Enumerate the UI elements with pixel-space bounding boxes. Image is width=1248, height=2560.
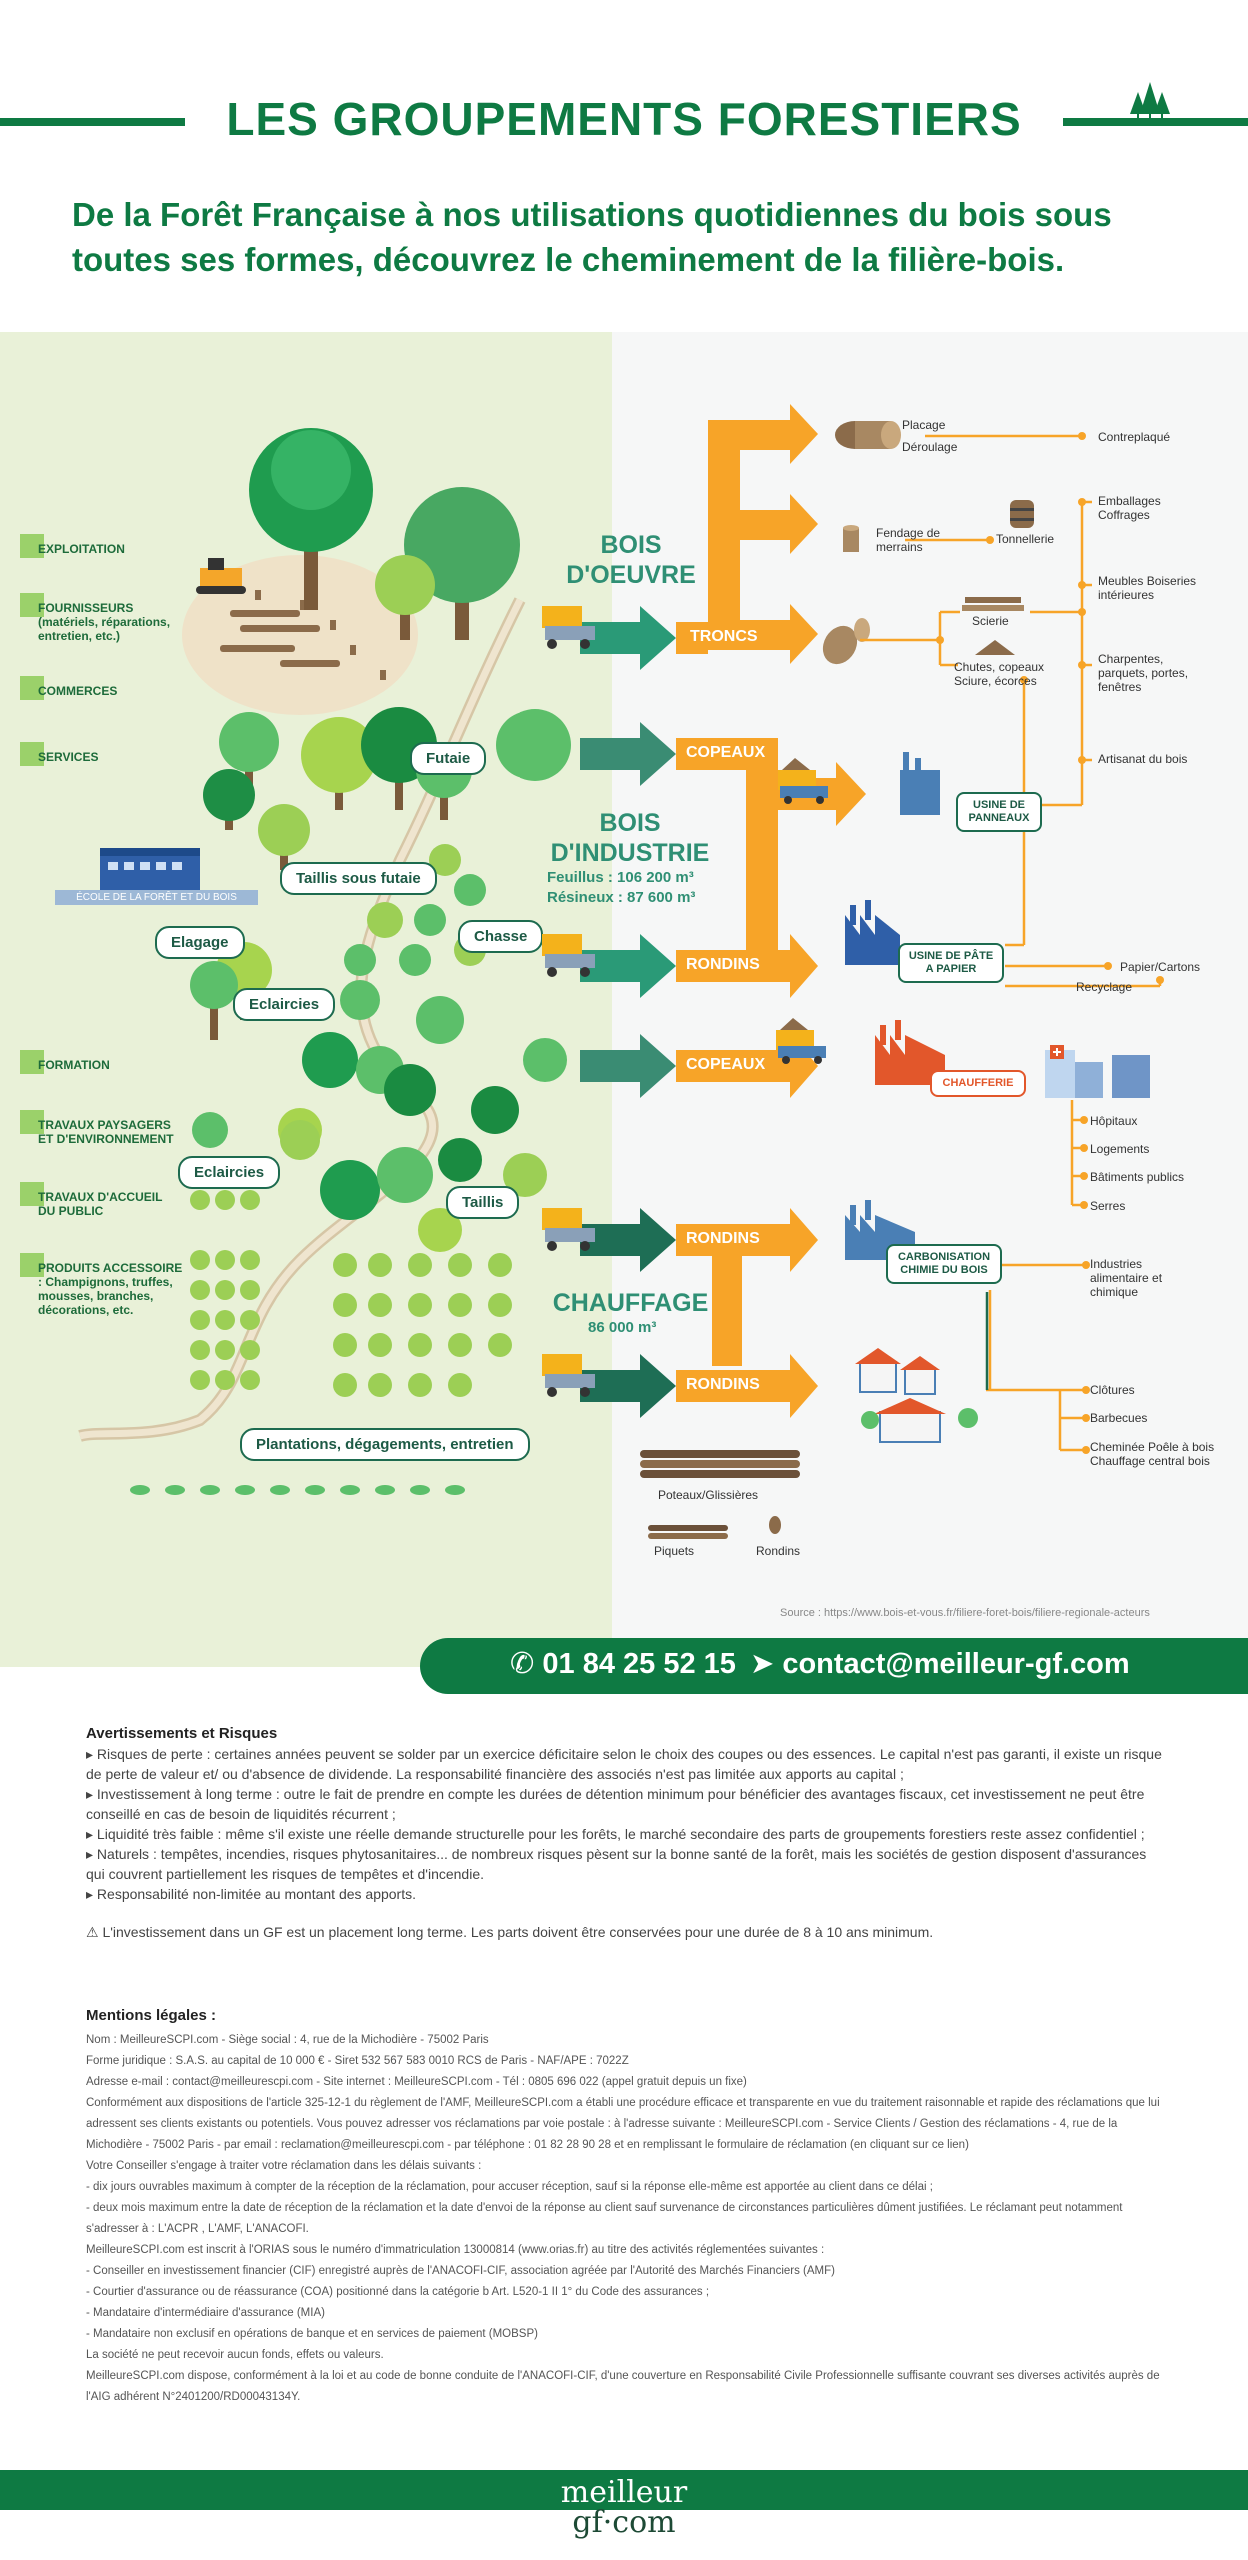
trees-icon <box>1130 82 1170 120</box>
label-tonnellerie: Tonnellerie <box>996 532 1055 546</box>
label-scierie: Scierie <box>972 614 1009 628</box>
legal-line: - Mandataire d'intermédiaire d'assurance… <box>86 2307 325 2319</box>
arrow-copeaux-1: COPEAUX <box>686 744 766 761</box>
box-carbonisation: CARBONISATION CHIMIE DU BOIS <box>886 1244 1002 1284</box>
legal-line: La société ne peut recevoir aucun fonds,… <box>86 2349 384 2361</box>
arrow-rondins-2: RONDINS <box>686 1230 760 1247</box>
footer-bar <box>0 2470 1248 2510</box>
label-placage: Placage <box>902 418 946 432</box>
bulldozer-icon <box>196 558 246 594</box>
label-contreplaque: Contreplaqué <box>1098 430 1171 444</box>
arrow-rondins-1: RONDINS <box>686 956 760 973</box>
legal-line: - Conseiller en investissement financier… <box>86 2265 835 2277</box>
label-industries: Industries alimentaire et chimique <box>1090 1257 1163 1299</box>
label-serres: Serres <box>1090 1199 1126 1213</box>
label-fendage: Fendage de merrains <box>876 526 941 554</box>
legal-line: MeilleureSCPI.com dispose, conformément … <box>86 2370 1160 2403</box>
box-chaufferie: CHAUFFERIE <box>930 1070 1026 1097</box>
warning-item: ▸ Responsabilité non-limitée au montant … <box>86 1886 416 1902</box>
email-link[interactable]: contact@meilleur-gf.com <box>782 1648 1130 1680</box>
warnings-title: Avertissements et Risques <box>86 1725 278 1742</box>
label-papier: Papier/Cartons <box>1120 960 1201 974</box>
school-building <box>100 848 200 890</box>
warnings-section: Avertissements et Risques ▸ Risques de p… <box>86 1724 1166 1942</box>
title-rule-left <box>0 118 185 126</box>
bois-oeuvre-title: BOIS D'OEUVRE <box>566 531 696 589</box>
phone-number[interactable]: 01 84 25 52 15 <box>542 1648 736 1680</box>
label-cheminee: Cheminée Poêle à bois Chauffage central … <box>1090 1440 1215 1468</box>
resineux-volume: Résineux : 87 600 m³ <box>547 889 696 906</box>
chauffage-title: CHAUFFAGE <box>552 1289 709 1317</box>
label-logements: Logements <box>1090 1142 1150 1156</box>
legal-line: - Courtier d'assurance ou de réassurance… <box>86 2286 710 2298</box>
label-deroulage: Déroulage <box>902 440 958 454</box>
legal-line: - Mandataire non exclusif en opérations … <box>86 2328 538 2340</box>
chauffage-volume: 86 000 m³ <box>588 1319 657 1336</box>
label-chutes: Chutes, copeaux Sciure, écorces <box>954 660 1045 688</box>
source-text: Source : https://www.bois-et-vous.fr/fil… <box>780 1607 1150 1619</box>
arrow-rondins-3: RONDINS <box>686 1376 760 1393</box>
page-subtitle: De la Forêt Française à nos utilisations… <box>72 196 1112 278</box>
bubble-taillis: Taillis <box>446 1186 520 1219</box>
label-clotures: Clôtures <box>1090 1383 1135 1397</box>
label-barbecues: Barbecues <box>1090 1411 1148 1425</box>
label-emballages: Emballages Coffrages <box>1098 494 1161 522</box>
label-charpentes: Charpentes, parquets, portes, fenêtres <box>1098 652 1189 694</box>
legal-title: Mentions légales : <box>86 2007 217 2024</box>
legal-line: Adresse e-mail : contact@meilleurescpi.c… <box>86 2076 747 2088</box>
logo-top: meilleur <box>560 2475 688 2510</box>
label-recyclage: Recyclage <box>1076 980 1133 994</box>
warning-notice: L'investissement dans un GF est un place… <box>102 1924 934 1940</box>
send-icon: ➤ <box>749 1648 775 1680</box>
legal-line: Nom : MeilleureSCPI.com - Siège social :… <box>86 2034 489 2046</box>
box-usine-pate: USINE DE PÂTE A PAPIER <box>898 943 1004 983</box>
label-artisanat: Artisanat du bois <box>1098 752 1188 766</box>
legal-line: Conformément aux dispositions de l'artic… <box>86 2097 1160 2151</box>
bubble-chasse: Chasse <box>458 920 544 953</box>
school-label: ÉCOLE DE LA FORÊT ET DU BOIS <box>55 890 258 905</box>
label-piquets: Piquets <box>654 1544 695 1558</box>
warning-item: ▸ Investissement à long terme : outre le… <box>86 1786 1145 1822</box>
page-title: LES GROUPEMENTS FORESTIERS <box>226 93 1022 145</box>
box-usine-panneaux: USINE DE PANNEAUX <box>956 792 1042 832</box>
label-hopitaux: Hôpitaux <box>1090 1114 1138 1128</box>
bubble-eclaircies-1: Eclaircies <box>233 988 336 1021</box>
warning-item: ▸ Liquidité très faible : même s'il exis… <box>86 1826 1145 1842</box>
label-meubles: Meubles Boiseries intérieures <box>1098 574 1197 602</box>
label-poteaux: Poteaux/Glissières <box>658 1488 759 1502</box>
legal-line: Forme juridique : S.A.S. au capital de 1… <box>86 2055 629 2067</box>
warning-item: ▸ Naturels : tempêtes, incendies, risque… <box>86 1846 1147 1882</box>
flow-diagram <box>520 404 1164 1539</box>
legal-line: Votre Conseiller s'engage à traiter votr… <box>86 2160 482 2172</box>
footer-logo[interactable]: meilleur gf·com <box>0 2478 1248 2538</box>
title-rule-right <box>1063 118 1248 126</box>
arrow-troncs: TRONCS <box>690 628 758 645</box>
legal-line: - dix jours ouvrables maximum à compter … <box>86 2181 933 2193</box>
arrow-copeaux-2: COPEAUX <box>686 1056 766 1073</box>
label-rondins: Rondins <box>756 1544 801 1558</box>
legal-section: Mentions légales : Nom : MeilleureSCPI.c… <box>86 2005 1166 2408</box>
label-batiments: Bâtiments publics <box>1090 1170 1185 1184</box>
warning-icon: ⚠ <box>86 1924 99 1940</box>
phone-icon: ✆ <box>510 1648 535 1680</box>
warning-item: ▸ Risques de perte : certaines années pe… <box>86 1746 1162 1782</box>
bubble-plantations: Plantations, dégagements, entretien <box>240 1428 530 1461</box>
legal-line: MeilleureSCPI.com est inscrit à l'ORIAS … <box>86 2244 825 2256</box>
logo-bottom: gf·com <box>572 2505 676 2540</box>
feuillus-volume: Feuillus : 106 200 m³ <box>547 869 694 886</box>
bois-industrie-title: BOIS D'INDUSTRIE <box>550 809 710 867</box>
bubble-taillis-futaie: Taillis sous futaie <box>280 862 437 895</box>
bubble-futaie: Futaie <box>410 742 487 775</box>
contact-bar: ✆ 01 84 25 52 15 ➤ contact@meilleur-gf.c… <box>420 1638 1248 1694</box>
bubble-eclaircies-2: Eclaircies <box>178 1156 281 1189</box>
bubble-elagage: Elagage <box>155 926 245 959</box>
legal-line: - deux mois maximum entre la date de réc… <box>86 2202 1123 2235</box>
